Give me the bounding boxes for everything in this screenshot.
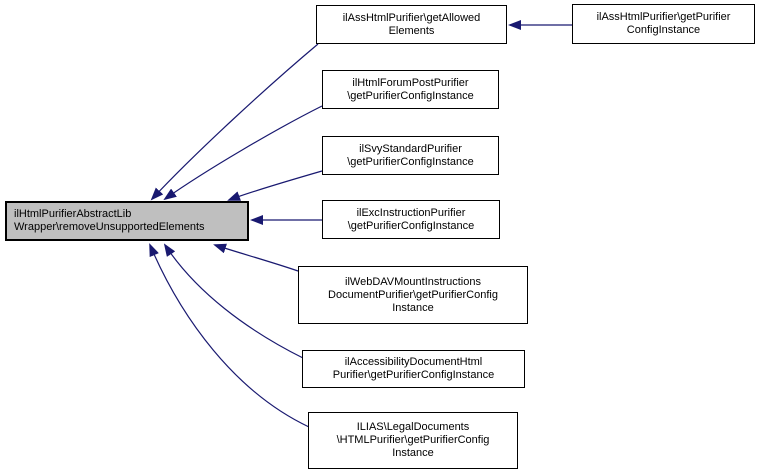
edge-get-allowed-elements-to-remove-unsupported-elements: [150, 43, 319, 201]
node-remove-unsupported-elements[interactable]: ilHtmlPurifierAbstractLib Wrapper\remove…: [5, 201, 249, 241]
node-accessibility-document-purifier[interactable]: ilAccessibilityDocumentHtml Purifier\get…: [302, 350, 525, 388]
node-legal-documents-purifier[interactable]: ILIAS\LegalDocuments \HTMLPurifier\getPu…: [308, 412, 518, 469]
node-ass-html-purifier-config[interactable]: ilAssHtmlPurifier\getPurifier ConfigInst…: [572, 4, 755, 44]
node-label: ILIAS\LegalDocuments \HTMLPurifier\getPu…: [336, 421, 490, 459]
node-get-allowed-elements[interactable]: ilAssHtmlPurifier\getAllowed Elements: [316, 5, 507, 44]
node-label: ilAccessibilityDocumentHtml Purifier\get…: [332, 356, 495, 381]
node-label: ilHtmlPurifierAbstractLib Wrapper\remove…: [14, 208, 205, 233]
edge-accessibility-document-to-remove-unsupported-elements: [163, 243, 304, 359]
node-label: ilAssHtmlPurifier\getPurifier ConfigInst…: [596, 11, 731, 36]
node-label: ilHtmlForumPostPurifier \getPurifierConf…: [347, 76, 474, 102]
node-label: ilSvyStandardPurifier \getPurifierConfig…: [347, 142, 474, 168]
node-label: ilExcInstructionPurifier \getPurifierCon…: [347, 206, 475, 232]
node-label: ilAssHtmlPurifier\getAllowed Elements: [342, 11, 481, 37]
node-webdav-mount-instructions-purifier[interactable]: ilWebDAVMountInstructions DocumentPurifi…: [298, 266, 528, 324]
node-forum-post-purifier[interactable]: ilHtmlForumPostPurifier \getPurifierConf…: [322, 70, 499, 109]
edge-webdav-mount-instructions-to-remove-unsupported-elements: [213, 243, 299, 272]
edge-svy-standard-purifier-to-remove-unsupported-elements: [227, 170, 323, 201]
edge-forum-post-purifier-to-remove-unsupported-elements: [163, 105, 323, 201]
node-svy-standard-purifier[interactable]: ilSvyStandardPurifier \getPurifierConfig…: [322, 136, 499, 175]
node-label: ilWebDAVMountInstructions DocumentPurifi…: [328, 275, 498, 314]
node-exc-instruction-purifier[interactable]: ilExcInstructionPurifier \getPurifierCon…: [322, 200, 500, 239]
edge-legal-documents-to-remove-unsupported-elements: [149, 243, 310, 428]
